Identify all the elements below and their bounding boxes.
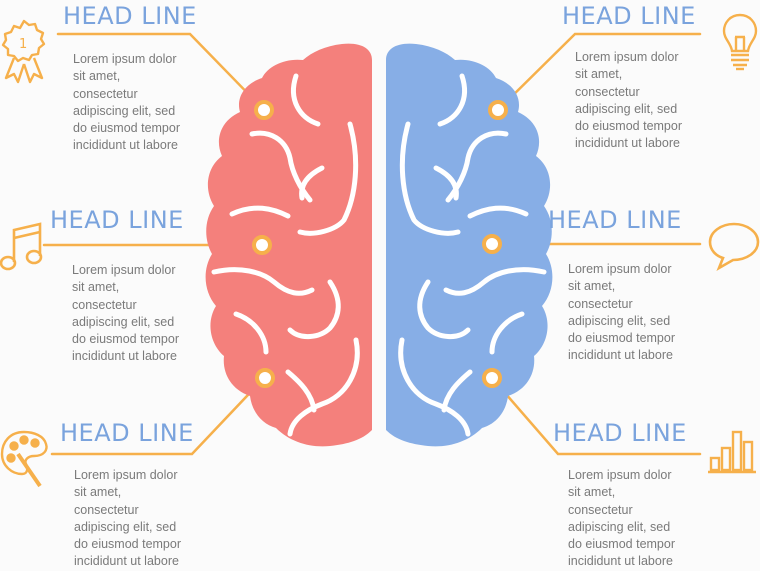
text-mid-right: Lorem ipsum dolor sit amet, consectetur … — [568, 262, 676, 363]
heading-bottom-left: HEAD LINE — [60, 419, 194, 447]
text-bottom-left: Lorem ipsum dolor sit amet, consectetur … — [74, 468, 182, 569]
dot-bottom-left — [255, 368, 275, 388]
dot-mid-right — [482, 234, 502, 254]
connector-bottom-right — [490, 376, 702, 456]
heading-mid-left: HEAD LINE — [50, 206, 184, 234]
connector-dots — [252, 100, 508, 388]
left-hemisphere — [205, 43, 372, 447]
right-hemisphere — [386, 43, 553, 447]
connector-bottom-left — [50, 376, 266, 456]
brain-folds — [211, 73, 547, 437]
dot-mid-left — [252, 235, 272, 255]
heading-mid-right: HEAD LINE — [548, 206, 682, 234]
dot-bottom-right — [482, 368, 502, 388]
connector-top-right — [496, 32, 702, 112]
light-bulb-icon — [721, 13, 759, 73]
heading-bottom-right: HEAD LINE — [553, 419, 687, 447]
connector-top-left — [56, 32, 266, 112]
paint-palette-icon — [0, 428, 50, 490]
text-top-left: Lorem ipsum dolor sit amet, consectetur … — [73, 52, 181, 153]
dot-top-left — [254, 100, 274, 120]
speech-bubble-icon — [707, 220, 760, 272]
award-ribbon-icon: 1 — [0, 18, 48, 84]
text-top-right: Lorem ipsum dolor sit amet, consectetur … — [575, 50, 683, 151]
heading-top-left: HEAD LINE — [63, 2, 197, 30]
award-badge-number: 1 — [19, 37, 27, 52]
heading-top-right: HEAD LINE — [562, 2, 696, 30]
music-note-icon — [0, 222, 44, 274]
text-mid-left: Lorem ipsum dolor sit amet, consectetur … — [72, 263, 180, 364]
bar-chart-icon — [706, 428, 758, 476]
text-bottom-right: Lorem ipsum dolor sit amet, consectetur … — [568, 468, 676, 569]
dot-top-right — [488, 100, 508, 120]
